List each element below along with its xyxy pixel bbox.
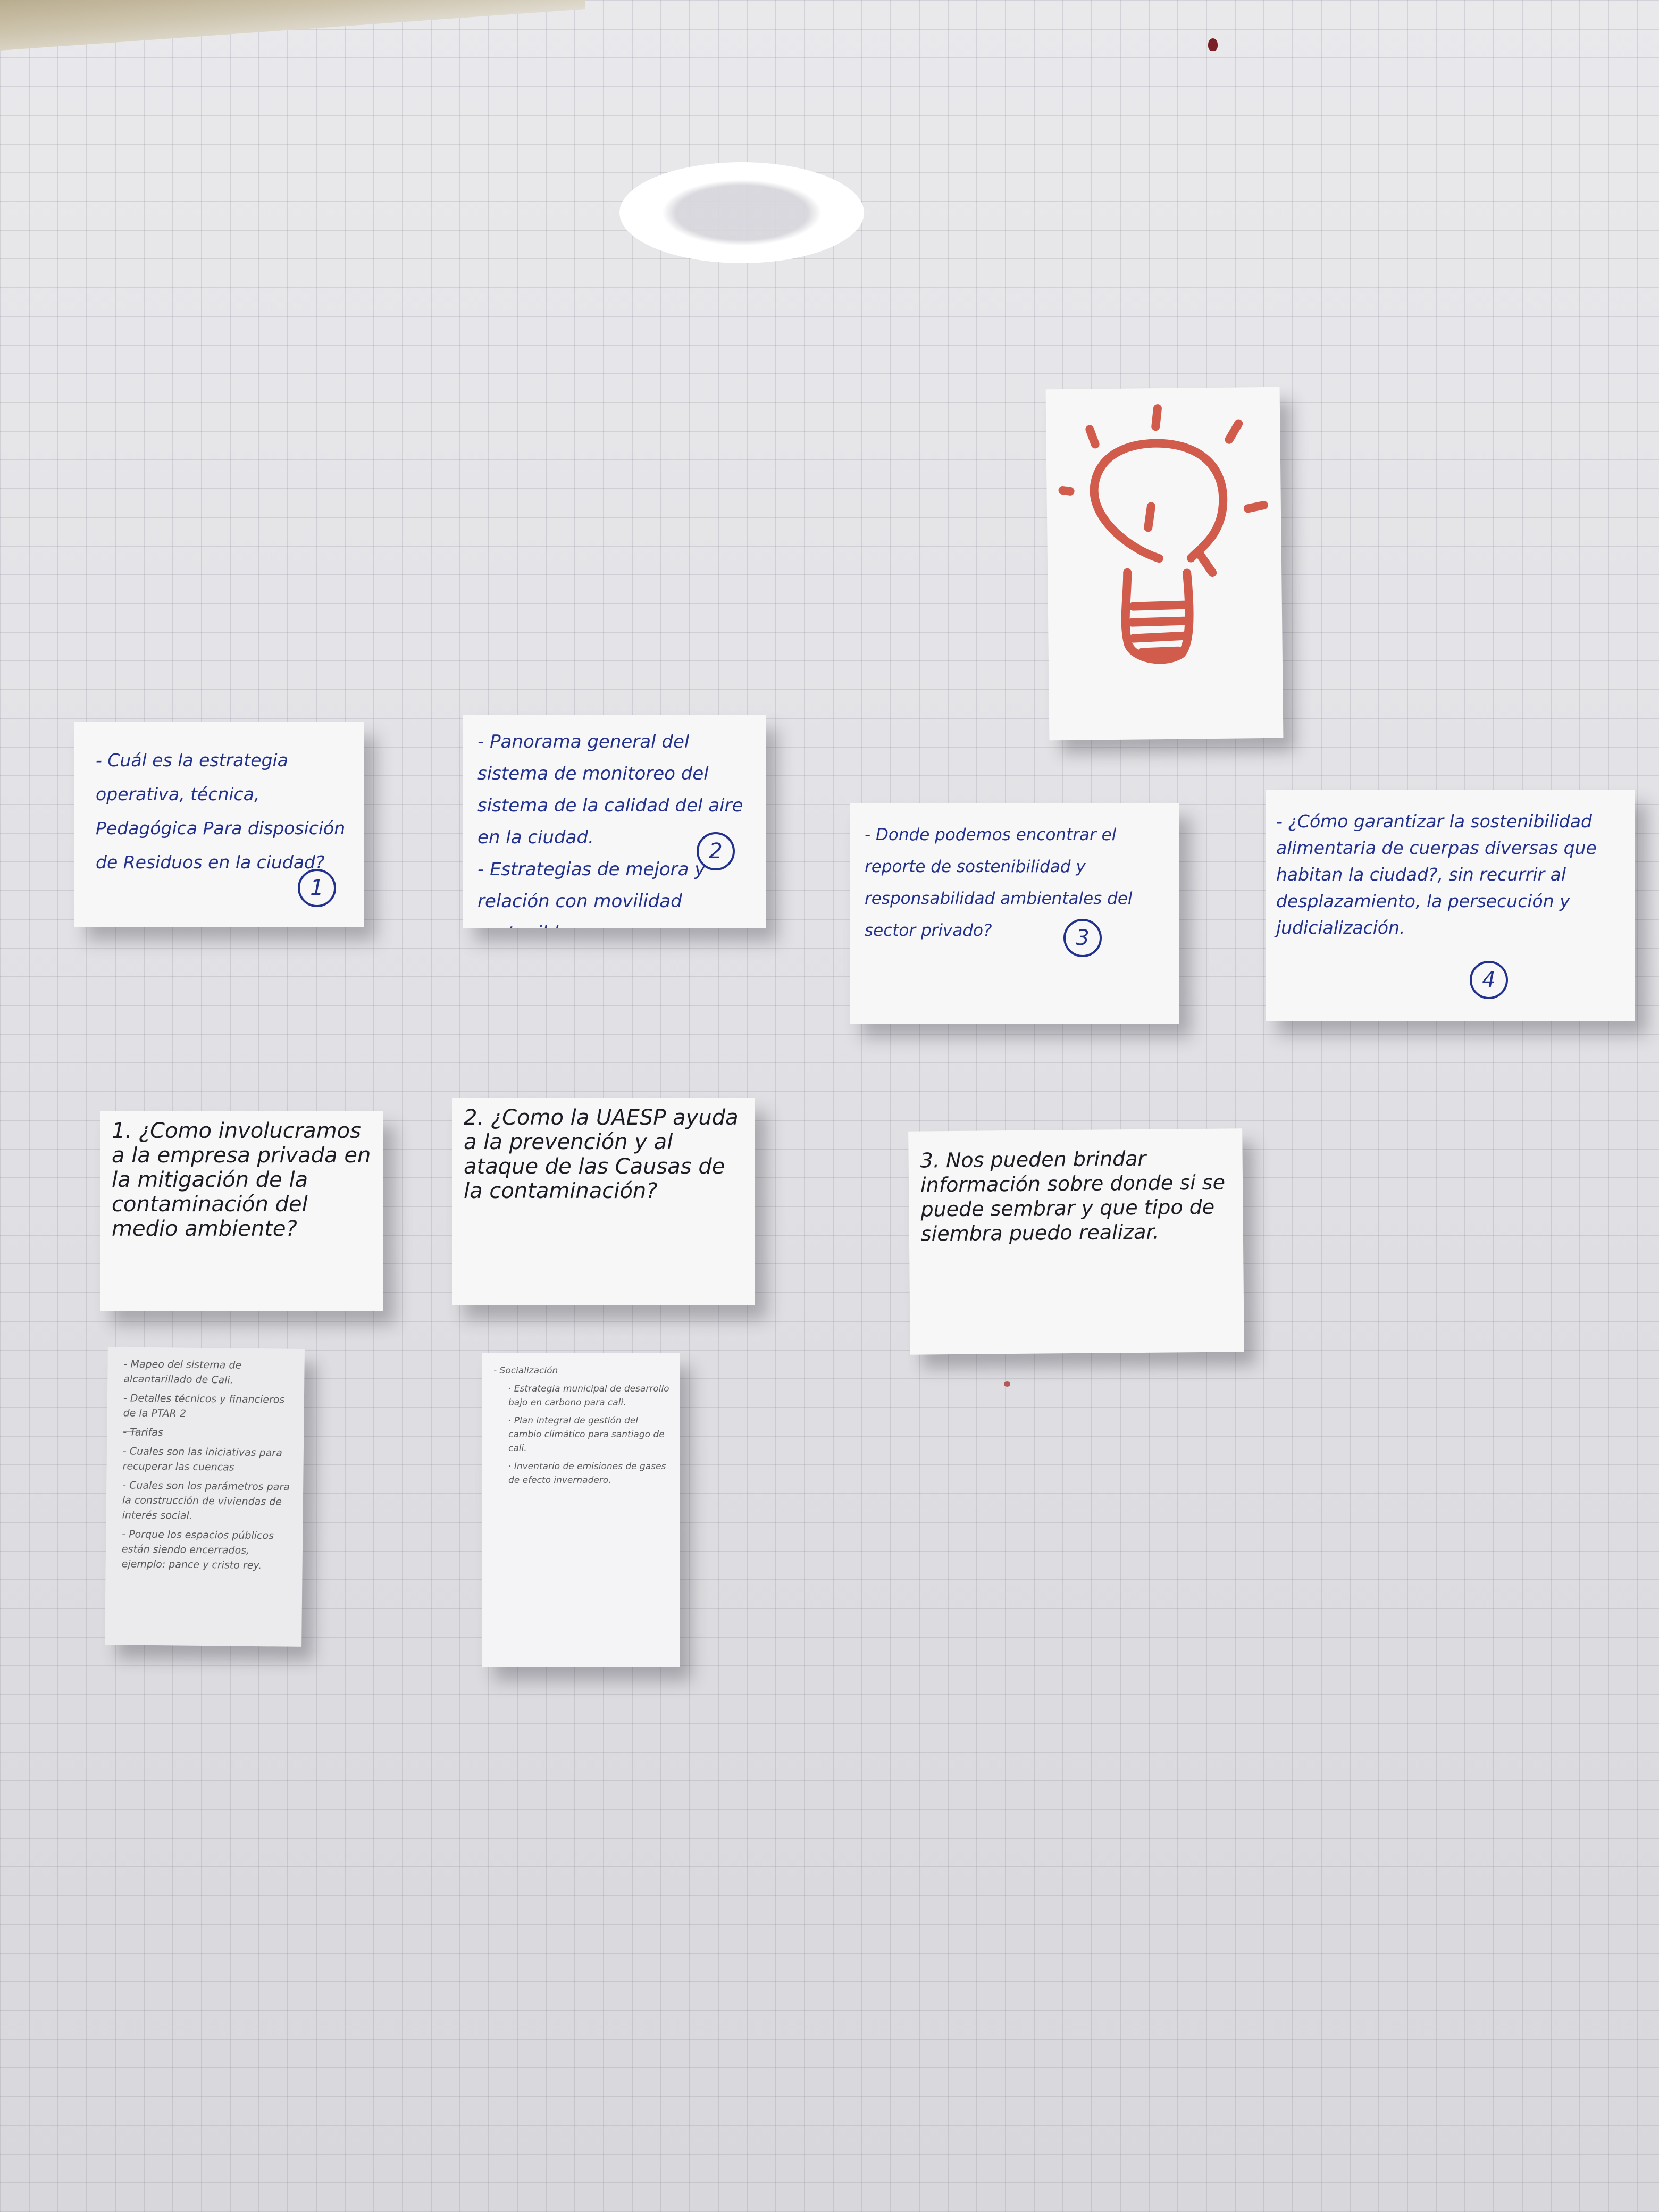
- note-text: 1. ¿Como involucramos a la empresa priva…: [112, 1119, 371, 1241]
- card-text: - Cuál es la estrategia operativa, técni…: [96, 750, 346, 873]
- list-item: - Mapeo del sistema de alcantarillado de…: [123, 1358, 242, 1386]
- card-text: - Panorama general del sistema de monito…: [477, 731, 743, 928]
- list-item: · Plan integral de gestión del cambio cl…: [508, 1415, 665, 1454]
- card-number: 4: [1470, 961, 1508, 999]
- list-item: · Inventario de emisiones de gases de ef…: [508, 1461, 666, 1486]
- card-text: - ¿Cómo garantizar la sostenibilidad ali…: [1276, 811, 1597, 938]
- list-item: - Porque los espacios públicos están sie…: [121, 1528, 274, 1572]
- question-note-1: 1. ¿Como involucramos a la empresa priva…: [100, 1111, 383, 1311]
- card-number: 2: [697, 832, 735, 870]
- note-list: - Socialización · Estrategia municipal d…: [493, 1364, 672, 1492]
- question-card-4: - ¿Cómo garantizar la sostenibilidad ali…: [1266, 790, 1635, 1021]
- whiteboard-frame: [0, 0, 585, 51]
- question-note-2: 2. ¿Como la UAESP ayuda a la prevención …: [452, 1098, 755, 1305]
- question-card-2: - Panorama general del sistema de monito…: [463, 715, 766, 928]
- question-note-3: 3. Nos pueden brindar información sobre …: [908, 1128, 1244, 1355]
- note-list: - Mapeo del sistema de alcantarillado de…: [121, 1356, 297, 1577]
- light-reflection: [619, 162, 864, 263]
- lightbulb-icon: [1058, 404, 1268, 664]
- list-item: - Tarifas: [123, 1426, 163, 1439]
- pencil-note-2: - Socialización · Estrategia municipal d…: [482, 1353, 680, 1667]
- note-text: 2. ¿Como la UAESP ayuda a la prevención …: [464, 1105, 739, 1203]
- note-title: - Socialización: [493, 1365, 558, 1376]
- list-item: - Cuales son los parámetros para la cons…: [122, 1479, 290, 1522]
- card-text: - Donde podemos encontrar el reporte de …: [865, 825, 1133, 940]
- card-number: 1: [298, 869, 336, 907]
- marker-dot: [1004, 1381, 1010, 1387]
- pencil-note-1: - Mapeo del sistema de alcantarillado de…: [105, 1347, 305, 1647]
- list-item: - Detalles técnicos y financieros de la …: [123, 1392, 285, 1420]
- lightbulb-card: [1045, 387, 1284, 741]
- list-item: · Estrategia municipal de desarrollo baj…: [508, 1384, 669, 1408]
- list-item: - Cuales son las iniciativas para recupe…: [122, 1445, 282, 1473]
- question-card-1: - Cuál es la estrategia operativa, técni…: [74, 722, 364, 927]
- note-text: 3. Nos pueden brindar información sobre …: [920, 1146, 1226, 1246]
- question-card-3: - Donde podemos encontrar el reporte de …: [850, 803, 1179, 1024]
- card-number: 3: [1063, 919, 1102, 957]
- magnet-pin: [1208, 38, 1218, 51]
